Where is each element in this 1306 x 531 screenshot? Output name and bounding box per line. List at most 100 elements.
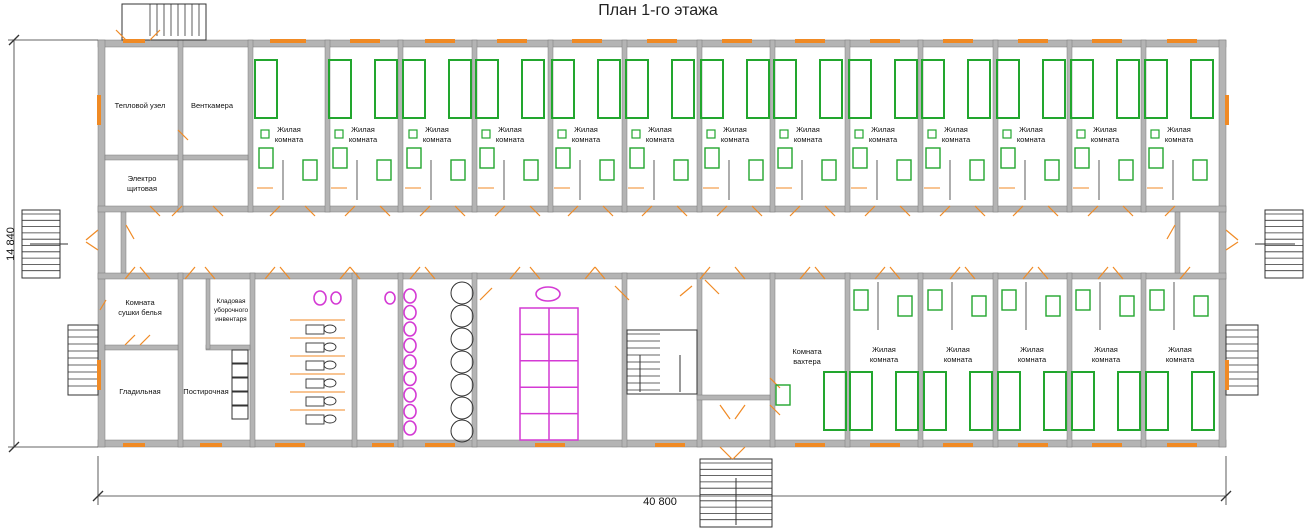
room-label-living: Жилая [946, 345, 970, 354]
bed [895, 371, 919, 431]
room-label-living: комната [1166, 355, 1195, 364]
door [177, 129, 189, 141]
room-label-living: Жилая [351, 125, 375, 134]
room-label-laundry: Постирочная [183, 387, 228, 396]
room-label-living: Жилая [1093, 125, 1117, 134]
shower [450, 281, 474, 305]
room-label-heat-unit: Тепловой узел [115, 101, 166, 110]
toilet [305, 342, 325, 353]
desk [332, 147, 348, 169]
furniture [231, 59, 1215, 431]
door [344, 205, 356, 217]
door [269, 205, 281, 217]
door [454, 205, 466, 217]
window [1018, 443, 1048, 447]
window [647, 39, 677, 43]
room-label-living: Жилая [1168, 345, 1192, 354]
door [974, 205, 986, 217]
dimension-width: 40 800 [643, 496, 677, 508]
desk [896, 159, 912, 181]
stair-left-low [67, 324, 99, 396]
sink [403, 337, 417, 354]
sink [403, 288, 417, 304]
toilet [305, 414, 325, 425]
door [602, 205, 614, 217]
sink [403, 370, 417, 387]
door [339, 266, 351, 280]
bed [773, 59, 797, 119]
door [719, 404, 731, 420]
sink [403, 420, 417, 436]
dimension-lines [8, 34, 1232, 505]
room-label-drying-2: сушки белья [118, 308, 162, 317]
desk [971, 295, 987, 317]
window [425, 443, 455, 447]
doors [85, 29, 1239, 460]
door [529, 205, 541, 217]
door [349, 266, 361, 280]
sink [535, 286, 561, 302]
door [567, 205, 579, 217]
bed [1116, 59, 1140, 119]
window [722, 39, 752, 43]
chair [1002, 129, 1012, 139]
room-label-living: Жилая [498, 125, 522, 134]
door [769, 377, 781, 389]
desk [775, 384, 791, 406]
chair [1076, 129, 1086, 139]
door [204, 266, 216, 280]
door [964, 266, 976, 280]
room-label-living: Жилая [574, 125, 598, 134]
desk [1000, 147, 1016, 169]
door [1047, 205, 1059, 217]
bed [849, 371, 873, 431]
dim-slash [92, 490, 104, 502]
room-label-guard-1: Комната [792, 347, 822, 356]
door [379, 205, 391, 217]
door [85, 241, 99, 251]
sink [403, 354, 417, 370]
bed [1070, 59, 1094, 119]
desk [1149, 289, 1165, 311]
chair [557, 129, 567, 139]
desk [673, 159, 689, 181]
wall [696, 272, 703, 448]
wall [1218, 39, 1227, 448]
chair [1150, 129, 1160, 139]
room-label-living: комната [794, 135, 823, 144]
door [419, 205, 431, 217]
window [535, 443, 565, 447]
door [789, 205, 801, 217]
window [572, 39, 602, 43]
toilet-bowl [323, 342, 337, 352]
window [425, 39, 455, 43]
room-label-living: комната [646, 135, 675, 144]
door [85, 229, 99, 241]
desk [258, 147, 274, 169]
wall [621, 39, 628, 213]
sink [403, 403, 417, 420]
door [864, 205, 876, 217]
sanitary-fixtures [290, 281, 579, 443]
bed [1145, 371, 1169, 431]
room-label-living: Жилая [1094, 345, 1118, 354]
room-label-living: комната [1092, 355, 1121, 364]
room-label-living: Жилая [944, 125, 968, 134]
door [212, 205, 224, 217]
door [99, 299, 107, 311]
room-label-storage-2: уборочного [214, 306, 249, 314]
wall [397, 272, 404, 448]
room-label-living: Жилая [723, 125, 747, 134]
chair [706, 129, 716, 139]
toilet [305, 378, 325, 389]
bed [1190, 59, 1214, 119]
desk [1193, 295, 1209, 317]
bed [823, 371, 847, 431]
window [200, 443, 222, 447]
door [1179, 266, 1191, 280]
bed [921, 59, 945, 119]
desk [1045, 295, 1061, 317]
dimension-depth: 14 840 [5, 227, 17, 261]
room-label-storage-3: инвентаря [215, 316, 247, 323]
desk [925, 147, 941, 169]
